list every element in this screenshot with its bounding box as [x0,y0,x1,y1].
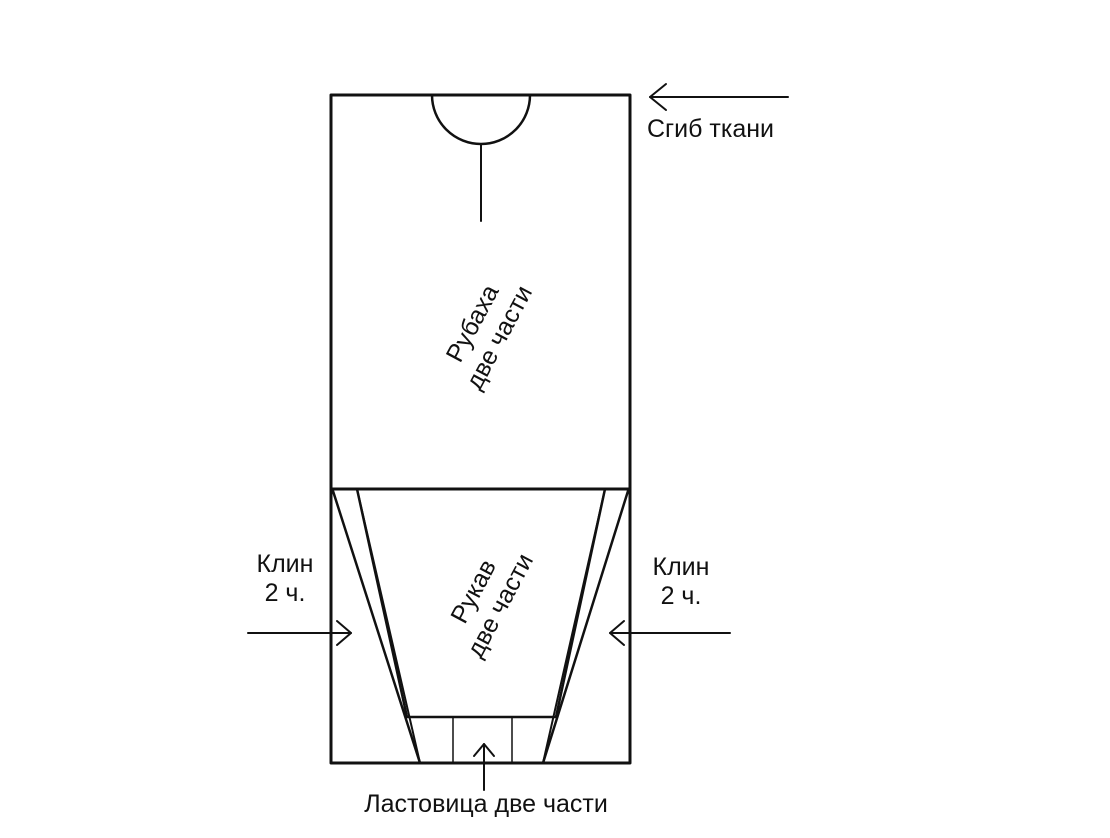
left-gusset-edge-outer [331,489,422,765]
fold-arrow [649,83,789,111]
left-gusset-label-line2: 2 ч. [265,579,306,607]
fold-label: Сгиб ткани [647,115,774,143]
left-gusset-label-line1: Клин [257,550,314,578]
neck-opening [430,93,532,146]
right-gusset-label-line2: 2 ч. [661,582,702,610]
underarm-gusset-label: Ластовица две части [364,790,608,818]
fabric-outline [329,93,632,765]
right-gusset-label-line1: Клин [653,553,710,581]
left-gusset-arrow [247,620,352,646]
right-gusset-edge-inner [542,488,606,764]
sleeve-label: Рукав две части [445,549,539,662]
right-gusset-edge-outer [541,489,630,765]
right-gusset-arrow [609,620,731,646]
left-gusset-edge-inner [356,488,421,764]
shirt-label: Рубаха две части [441,280,538,394]
underarm-gusset-arrow [473,743,495,791]
sleeve-piece [355,487,607,719]
